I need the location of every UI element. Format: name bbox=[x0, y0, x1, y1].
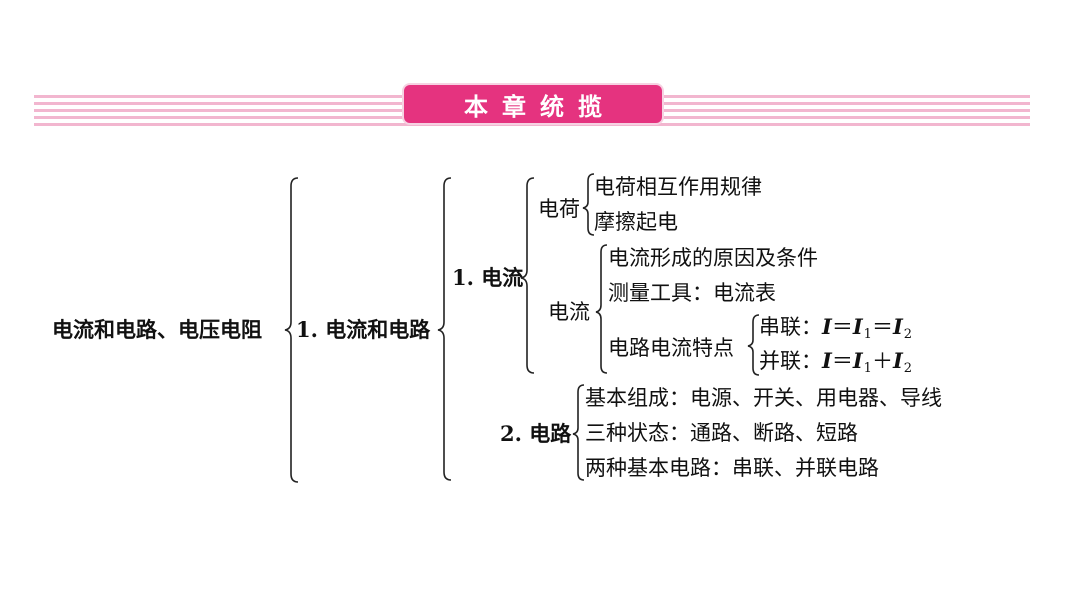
charge-node: 电荷 bbox=[538, 197, 580, 221]
brace-charge bbox=[582, 173, 595, 236]
root-node: 电流和电路、电压电阻 bbox=[52, 317, 262, 342]
flow-item: 电流形成的原因及条件 bbox=[608, 246, 818, 270]
parallel-formula: 并联：I＝I1＋I2 bbox=[759, 348, 913, 377]
brace-root bbox=[284, 177, 299, 483]
brace-flow bbox=[595, 244, 608, 374]
chapter-title: 本章统揽 bbox=[404, 85, 662, 123]
brace-current bbox=[520, 177, 535, 374]
brace-features bbox=[747, 314, 760, 376]
charge-item: 电荷相互作用规律 bbox=[594, 175, 762, 199]
circuit-item: 三种状态：通路、断路、短路 bbox=[585, 421, 858, 445]
charge-item: 摩擦起电 bbox=[594, 210, 678, 234]
current-node: 1. 电流 bbox=[452, 265, 524, 290]
flow-item: 测量工具：电流表 bbox=[608, 281, 776, 305]
features-node: 电路电流特点 bbox=[608, 336, 734, 360]
flow-node: 电流 bbox=[548, 300, 590, 324]
circuit-item: 基本组成：电源、开关、用电器、导线 bbox=[585, 386, 942, 410]
circuit-node: 2. 电路 bbox=[500, 421, 572, 446]
brace-level1 bbox=[437, 177, 452, 481]
circuit-item: 两种基本电路：串联、并联电路 bbox=[585, 456, 879, 480]
level1-node: 1. 电流和电路 bbox=[296, 317, 431, 342]
brace-circuit bbox=[572, 384, 585, 481]
series-formula: 串联：I＝I1＝I2 bbox=[759, 314, 913, 343]
